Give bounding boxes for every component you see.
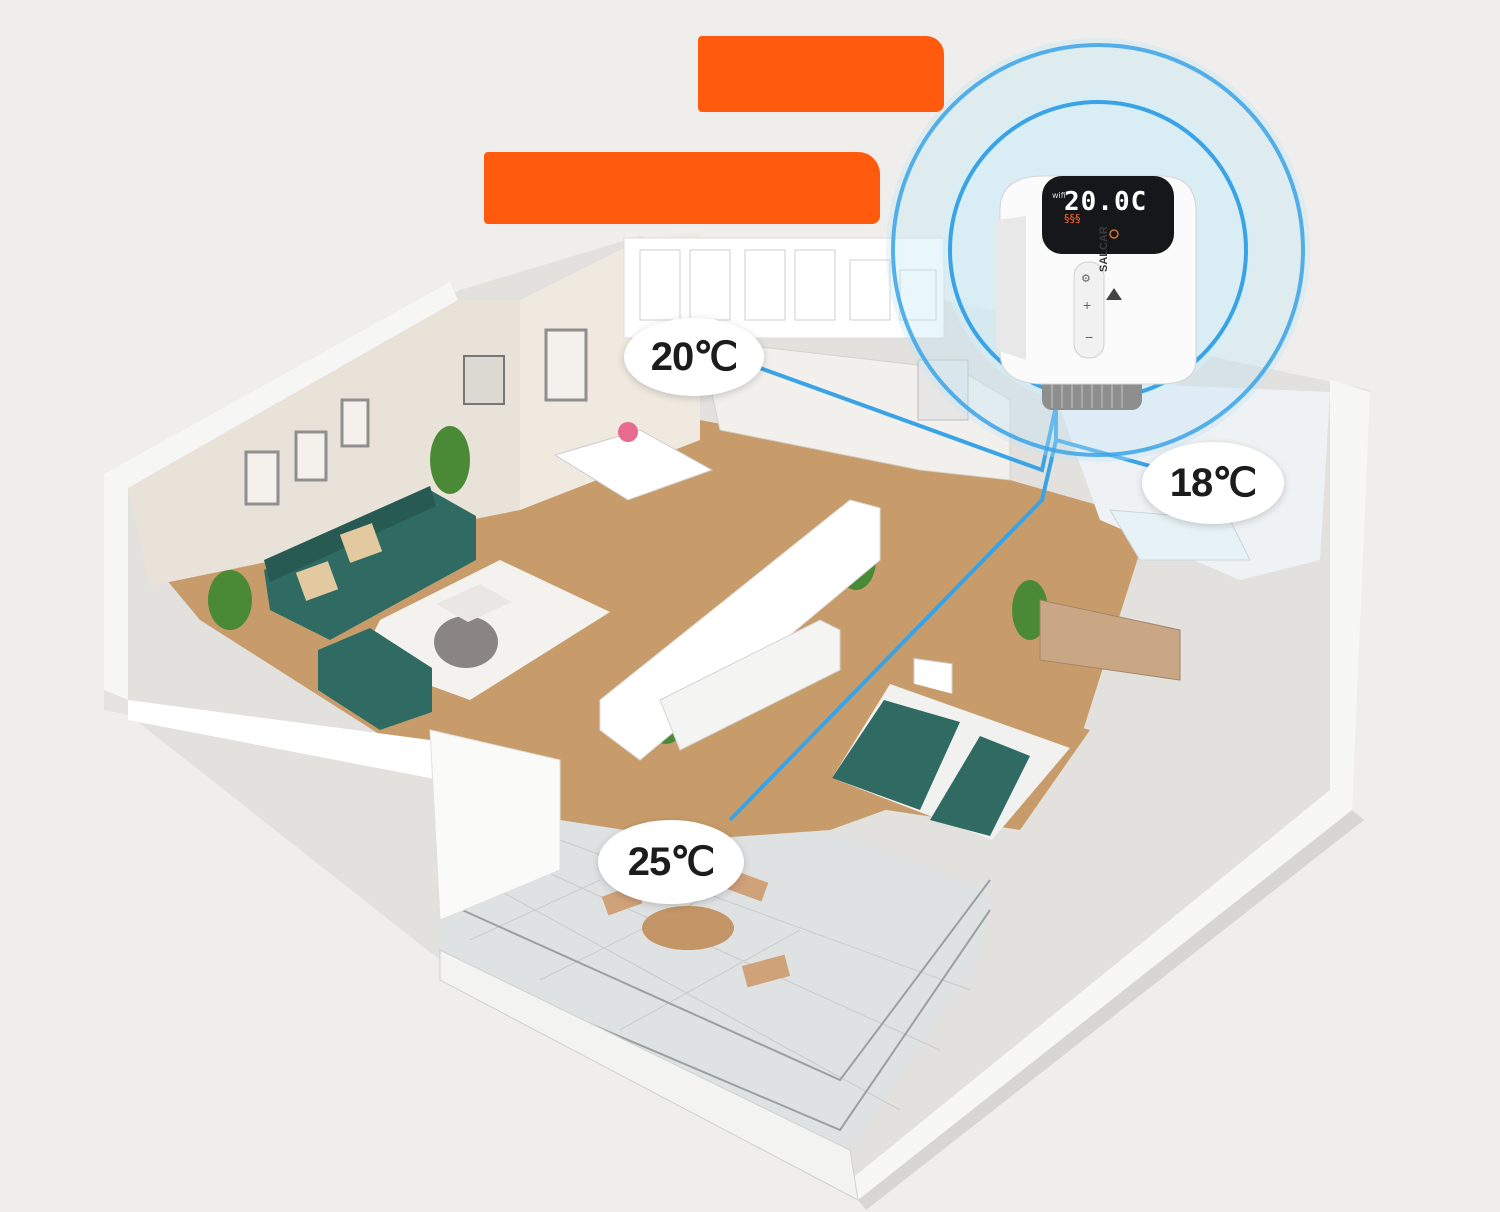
bed-blanket	[832, 700, 960, 810]
balcony-floor	[440, 820, 990, 1150]
thermostat-device: wifi §§§ ⚙ + −	[996, 175, 1197, 410]
ottoman	[434, 616, 498, 668]
kitchen-cabinet-doors	[639, 249, 937, 321]
brand-label: SALCAR	[1098, 226, 1110, 272]
wall-frames	[244, 328, 588, 506]
bed-blanket-2	[930, 736, 1030, 836]
front-wall-living	[128, 700, 440, 780]
dining-flowers	[618, 422, 638, 442]
balcony-tiles	[469, 839, 971, 1111]
sofa-cushion-2	[339, 523, 383, 563]
dining-table	[553, 429, 714, 501]
minus-icon: −	[1085, 329, 1093, 345]
power-icon	[1109, 229, 1119, 239]
promo-banner-top	[698, 36, 944, 112]
lcd-wifi: wifi	[1052, 191, 1066, 200]
signal-lines	[728, 366, 1151, 822]
armchair	[318, 628, 432, 730]
thermostat-display-temperature: 20.0C	[1064, 187, 1148, 217]
balcony-table	[642, 906, 734, 950]
wardrobe	[1039, 599, 1181, 681]
sofa	[264, 490, 476, 640]
brand-logo-icon	[1106, 288, 1122, 300]
hall-cabinet	[659, 619, 841, 751]
bathroom-temperature-bubble: 18℃	[1142, 442, 1284, 524]
promo-banner-bottom	[484, 152, 880, 224]
coffee-table	[436, 584, 512, 622]
wall-art	[463, 355, 505, 405]
plus-icon: +	[1083, 297, 1091, 313]
front-wall-hall	[429, 729, 561, 921]
sofa-cushion-1	[295, 561, 339, 601]
balcony-slab	[439, 949, 859, 1201]
button-panel	[1073, 261, 1105, 359]
right-wall-shadow	[858, 810, 1364, 1210]
oven	[917, 359, 969, 421]
mode-icon: ⚙	[1081, 273, 1091, 285]
balcony-temperature-bubble: 25℃	[598, 820, 744, 904]
kitchen-temperature-bubble: 20℃	[624, 318, 764, 396]
heat-indicator: §§§	[1064, 212, 1081, 225]
